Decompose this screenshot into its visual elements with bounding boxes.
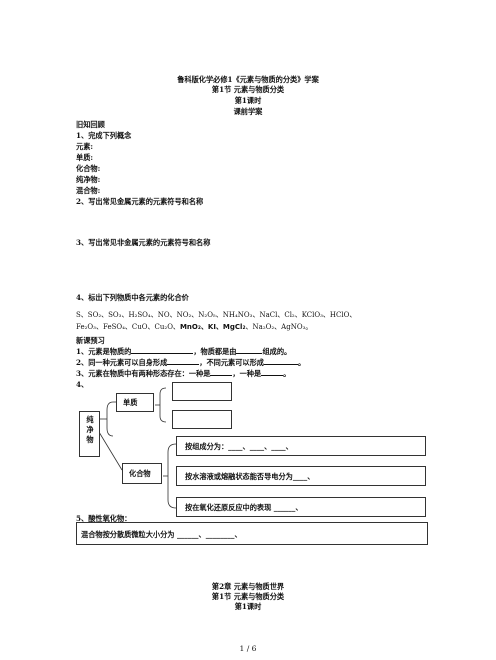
preview-q3-part-a: 3、元素在物质中有两种形态存在：一种是 bbox=[76, 369, 211, 378]
concept-mixture: 混合物: bbox=[76, 186, 101, 195]
chapter-title: 第2章 元素与物质世界 bbox=[211, 582, 285, 591]
conductivity-box: 按水溶液或熔融状态能否导电分为____、 bbox=[176, 466, 426, 486]
page-number: 1 / 6 bbox=[239, 644, 257, 653]
section-title: 第1节 元素与物质分类 bbox=[211, 85, 285, 94]
preview-q2: 2、同一种元素可以自身形成 ，不同元素可以形成 。 bbox=[76, 358, 305, 367]
answer-blank[interactable] bbox=[210, 369, 233, 376]
compound-box: 化合物 bbox=[122, 463, 162, 484]
concept-element: 元素: bbox=[76, 142, 94, 151]
answer-blank[interactable] bbox=[261, 369, 284, 376]
elemental-substance-label: 单质 bbox=[123, 398, 138, 407]
preview-q1: 1、元素是物质的 ，物质都是由 组成的。 bbox=[76, 347, 291, 356]
review-heading: 旧知回顾 bbox=[76, 120, 105, 129]
composition-text: 按组成分为：____、____、____、 bbox=[185, 442, 293, 451]
preview-q1-part-c: 组成的。 bbox=[262, 347, 292, 356]
part-title: 课前学案 bbox=[233, 107, 263, 116]
review-q4: 4、标出下列物质中各元素的化合价 bbox=[76, 293, 189, 302]
formula-line-1: S、SO₂、SO₃、H₂SO₄、NO、NO₂、N₂O₅、NH₄NO₃、NaCl、… bbox=[76, 311, 357, 319]
preview-q3-part-c: 。 bbox=[283, 369, 291, 378]
formula-line-2-part-c: 、Na₂O₂、AgNO₃。 bbox=[245, 323, 313, 331]
preview-q1-part-b: ，物质都是由 bbox=[193, 347, 237, 356]
compound-label: 化合物 bbox=[129, 469, 151, 478]
redox-box: 按在氧化还原反应中的表现 ______、 bbox=[176, 497, 426, 517]
preview-q2-part-c: 。 bbox=[297, 358, 306, 367]
answer-blank[interactable] bbox=[263, 358, 298, 365]
mixture-box: 混合物按分散质微粒大小分为 ______、________、 bbox=[76, 522, 428, 545]
answer-blank[interactable] bbox=[236, 347, 263, 354]
concept-compound: 化合物: bbox=[76, 164, 101, 173]
redox-text: 按在氧化还原反应中的表现 ______、 bbox=[185, 503, 303, 512]
formula-line-2: Fe₂O₃、FeSO₄、CuO、Cu₂O、MnO₂、KI、MgCl₂、Na₂O₂… bbox=[76, 323, 312, 332]
concept-pure-substance: 纯净物: bbox=[76, 175, 101, 184]
concept-elemental-substance: 单质: bbox=[76, 153, 94, 162]
preview-q2-part-a: 2、同一种元素可以自身形成 bbox=[76, 358, 168, 367]
review-q2: 2、写出常见金属元素的元素符号和名称 bbox=[76, 197, 204, 206]
conductivity-text: 按水溶液或熔融状态能否导电分为____、 bbox=[185, 472, 315, 481]
pure-substance-label: 纯净物 bbox=[86, 415, 94, 444]
review-q3: 3、写出常见非金属元素的元素符号和名称 bbox=[76, 238, 211, 247]
mixture-text: 混合物按分散质微粒大小分为 ______、________、 bbox=[81, 530, 242, 539]
formula-line-2-part-b: MnO₂、KI、MgCl₂ bbox=[179, 323, 246, 331]
elemental-answer-box-1[interactable] bbox=[172, 382, 232, 401]
lesson-title: 第1课时 bbox=[234, 96, 262, 105]
preview-q3: 3、元素在物质中有两种形态存在：一种是 ，一种是 。 bbox=[76, 369, 290, 378]
preview-q4: 4、 bbox=[76, 380, 89, 389]
footer-section-title: 第1节 元素与物质分类 bbox=[211, 592, 285, 601]
preview-q5: 5、酸性氧化物： bbox=[76, 514, 132, 523]
document-title: 鲁科版化学必修1《元素与物质的分类》学案 bbox=[177, 75, 319, 84]
answer-blank[interactable] bbox=[167, 358, 200, 365]
preview-q2-part-b: ，不同元素可以形成 bbox=[199, 358, 264, 367]
preview-q3-part-b: ，一种是 bbox=[232, 369, 262, 378]
elemental-answer-box-2[interactable] bbox=[172, 410, 232, 429]
footer-lesson-title: 第1课时 bbox=[234, 602, 262, 611]
review-q1: 1、完成下列概念 bbox=[76, 131, 132, 140]
pure-substance-box: 纯净物 bbox=[79, 411, 100, 457]
formula-line-2-part-a: Fe₂O₃、FeSO₄、CuO、Cu₂O、 bbox=[76, 323, 180, 331]
elemental-substance-box: 单质 bbox=[116, 393, 154, 412]
answer-blank[interactable] bbox=[131, 347, 194, 354]
preview-heading: 新课预习 bbox=[76, 336, 105, 345]
composition-box: 按组成分为：____、____、____、 bbox=[176, 436, 426, 456]
preview-q1-part-a: 1、元素是物质的 bbox=[76, 347, 132, 356]
